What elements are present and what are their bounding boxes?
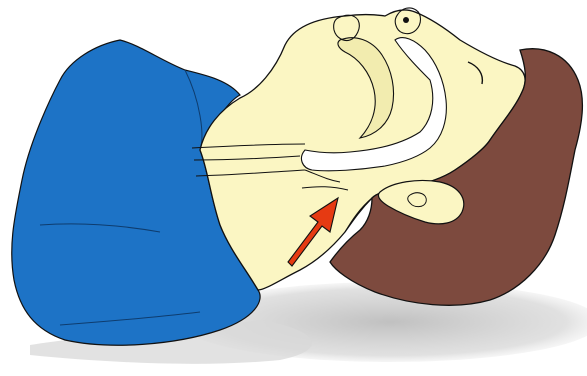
nostril <box>403 17 409 23</box>
